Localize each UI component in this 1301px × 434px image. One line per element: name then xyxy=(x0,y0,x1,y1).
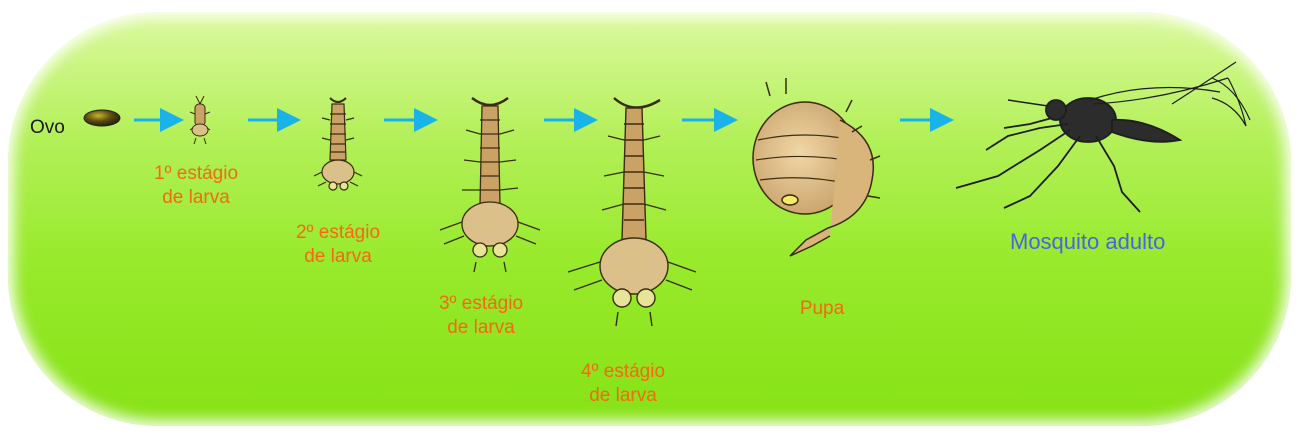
egg-icon xyxy=(84,110,120,126)
pupa-icon xyxy=(753,78,880,256)
adult-mosquito-label: Mosquito adulto xyxy=(1010,229,1165,255)
stage-2-label: 2º estágio de larva xyxy=(283,221,393,269)
stage-4-label: 4º estágio de larva xyxy=(568,360,678,408)
larva-stage-3-icon xyxy=(440,98,540,272)
larva-stage-1-icon xyxy=(190,96,210,144)
pupa-label: Pupa xyxy=(790,297,854,321)
stage-3-label: 3º estágio de larva xyxy=(426,292,536,340)
larva-stage-4-icon xyxy=(568,98,696,326)
stage-1-label: 1º estágio de larva xyxy=(141,162,251,210)
larva-stage-2-icon xyxy=(314,98,362,190)
egg-label: Ovo xyxy=(30,117,65,139)
mosquito-adult-icon xyxy=(956,62,1250,212)
